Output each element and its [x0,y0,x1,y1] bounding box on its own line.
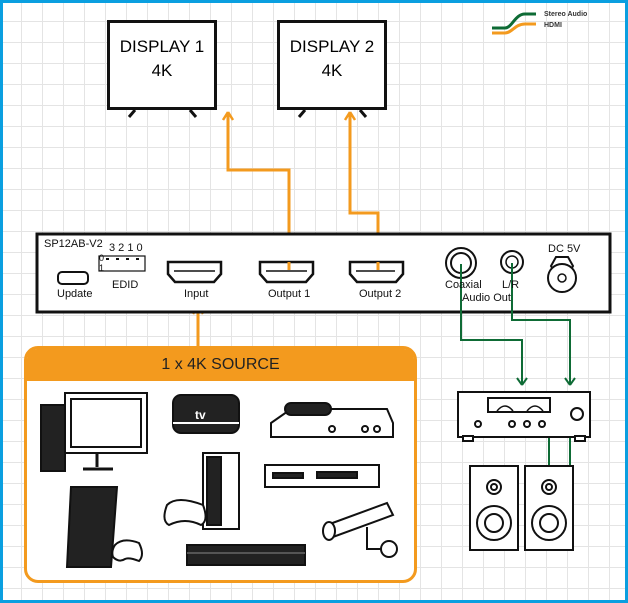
game-console-icon [163,452,240,530]
source-title: 1 x 4K SOURCE [27,349,414,381]
update-label: Update [57,288,93,300]
lr-label: L/R [502,279,520,291]
display-stands [127,109,368,118]
speaker-icon [469,465,519,551]
model-label: SP12AB-V2 [44,238,103,250]
coaxial-label: Coaxial [445,279,482,291]
pc-icon [40,392,148,472]
ps4-icon [65,486,143,568]
audio-out-label: Audio Out [462,292,511,304]
soundbar-icon [186,544,306,566]
dc-label: DC 5V [548,243,581,255]
hdmi-line-output1 [226,112,291,268]
edid-label: EDID [112,279,139,291]
blu-ray-player-icon [264,464,380,488]
legend-stereo-line [492,12,536,30]
hdmi-port-input [166,260,223,284]
arrow-icon [221,111,235,121]
source-box: 1 x 4K SOURCE tv [24,346,417,583]
output1-label: Output 1 [268,288,311,300]
audio-line-coaxial [460,264,523,385]
legend-hdmi: HDMI [544,22,562,29]
usb-port-icon [57,271,89,285]
edid-switch [98,255,146,272]
media-player-icon [270,402,394,438]
edid-row1: 1 [99,263,105,273]
amplifier-icon [457,391,591,442]
apple-tv-icon: tv [172,394,240,434]
legend-lines [492,12,536,35]
source-devices: tv [40,392,398,568]
hdmi-port-output1 [258,260,315,284]
hdmi-port-output2 [348,260,405,284]
output2-label: Output 2 [359,288,402,300]
edid-bits-label: 3 2 1 0 [109,242,143,254]
display-2-resolution: 4K [321,61,343,80]
display-2-title: DISPLAY 2 [289,37,375,56]
security-camera-icon [322,501,398,558]
display-1-resolution: 4K [151,61,173,80]
legend-hdmi-line [492,22,536,35]
arrow-icon [343,111,357,121]
display-1-title: DISPLAY 1 [119,37,205,56]
legend-stereo-audio: Stereo Audio [544,11,588,18]
display-1: DISPLAY 1 4K [107,20,217,110]
edid-row0: 0 [99,253,105,263]
audio-line-lr [511,263,571,385]
input-label: Input [184,288,209,300]
svg-text:tv: tv [195,408,206,422]
display-2: DISPLAY 2 4K [277,20,387,110]
speaker-icon [524,465,574,551]
